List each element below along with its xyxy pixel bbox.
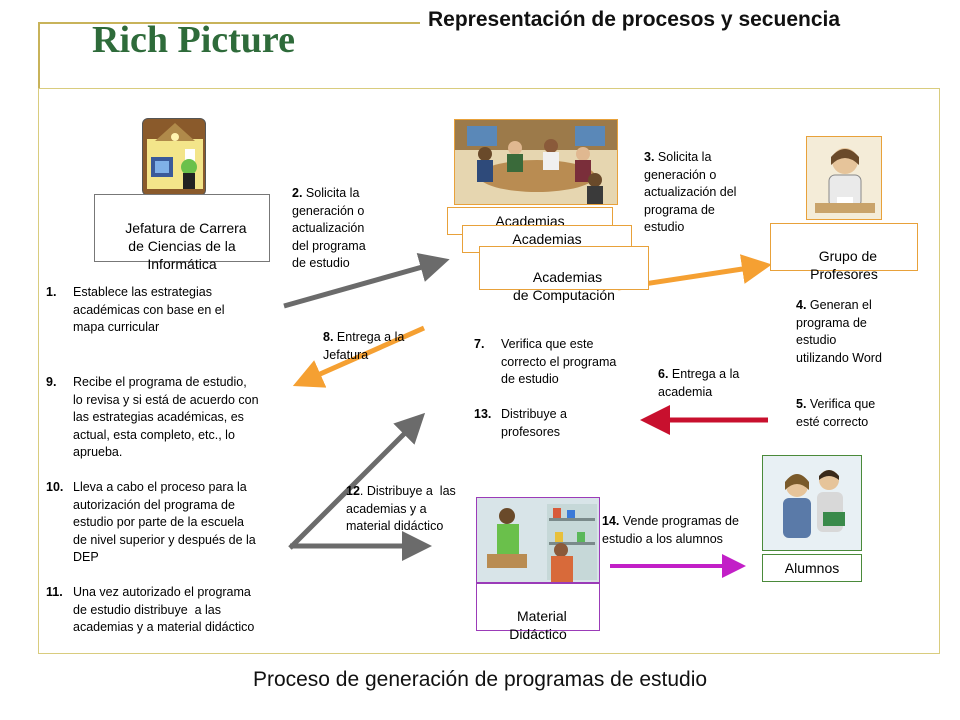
step-2-text: 2. Solicita la generación o actualizació… [292,186,366,270]
step-5: 5. Verifica que esté correcto [796,396,936,431]
diagram-frame [38,88,940,654]
step-10: 10. Lleva a cabo el proceso para la auto… [46,479,296,567]
step-3-number: 3. [644,150,655,164]
step-9: 9. Recibe el programa de estudio, lo rev… [46,374,296,462]
teacher-clipart-icon [806,136,882,220]
meeting-clipart-icon [454,119,618,205]
step-8: 8. Entrega a la Jefatura [323,329,433,364]
step-11-text: Una vez autorizado el programa de estudi… [73,585,255,634]
step-11: 11. Una vez autorizado el programa de es… [46,584,296,637]
step-13: 13. Distribuye a profesores [474,406,624,441]
node-alumnos-label: Alumnos [784,560,840,576]
step-11-number: 11. [46,585,63,599]
node-academias-computacion: Academias de Computación [479,246,649,303]
step-1-number: 1. [46,285,57,299]
step-4: 4. Generan el programa de estudio utiliz… [796,297,936,367]
step-3: 3. Solicita la generación o actualizació… [644,149,784,237]
step-4-number: 4. [796,298,807,312]
node-profesores: Grupo de Profesores [770,223,918,282]
step-7-text: Verifica que este correcto el programa d… [501,337,617,386]
step-3-text: 3. Solicita la generación o actualizació… [644,150,737,234]
step-8-text: 8. Entrega a la Jefatura [323,330,405,362]
top-heading: Representación de procesos y secuencia [428,8,841,31]
step-6-number: 6. [658,367,669,381]
node-jefatura-label: Jefatura de Carrera de Ciencias de la In… [125,220,247,272]
header-rule [38,22,420,24]
step-14: 14. Vende programas de estudio a los alu… [602,513,762,548]
step-2-number: 2. [292,186,303,200]
store-clipart-icon [476,497,600,583]
step-7: 7. Verifica que este correcto el program… [474,336,644,389]
step-13-number: 13. [474,407,492,421]
students-clipart-icon [762,455,862,551]
arrow-step-12-up [288,412,426,550]
node-profesores-label: Grupo de Profesores [810,248,878,282]
arrow-step-2 [283,252,450,309]
step-5-text: 5. Verifica que esté correcto [796,397,876,429]
node-academias-computacion-label: Academias de Computación [513,269,615,303]
step-14-number: 14. [602,514,620,528]
node-academias-back-2-label: Academias [512,231,582,247]
step-1-text: Establece las estrategias académicas con… [73,285,225,334]
step-12-number: 12 [346,484,360,498]
page-title: Rich Picture [92,19,295,61]
step-14-text: 14. Vende programas de estudio a los alu… [602,514,739,546]
step-8-number: 8. [323,330,334,344]
node-material-didactico: Material Didáctico [476,583,600,642]
node-jefatura: Jefatura de Carrera de Ciencias de la In… [94,194,270,272]
step-9-number: 9. [46,375,57,389]
step-10-number: 10. [46,480,64,494]
step-12: 12. Distribuye a las academias y a mater… [346,483,476,536]
step-1: 1. Establece las estrategias académicas … [46,284,286,337]
step-5-number: 5. [796,397,807,411]
node-alumnos: Alumnos [762,554,862,582]
step-13-text: Distribuye a profesores [501,407,567,439]
node-material-didactico-label: Material Didáctico [509,608,567,642]
step-6: 6. Entrega a la academia [658,366,778,401]
step-4-text: 4. Generan el programa de estudio utiliz… [796,298,882,365]
step-7-number: 7. [474,337,485,351]
header-rule-vertical [38,22,40,88]
step-2: 2. Solicita la generación o actualizació… [292,185,412,273]
office-clipart-icon [142,118,206,196]
step-12-text: 12. Distribuye a las academias y a mater… [346,484,456,533]
arrow-step-8 [292,325,426,388]
step-6-text: 6. Entrega a la academia [658,367,740,399]
step-9-text: Recibe el programa de estudio, lo revisa… [73,375,259,459]
diagram-caption: Proceso de generación de programas de es… [252,668,708,691]
step-10-text: Lleva a cabo el proceso para la autoriza… [73,480,256,564]
